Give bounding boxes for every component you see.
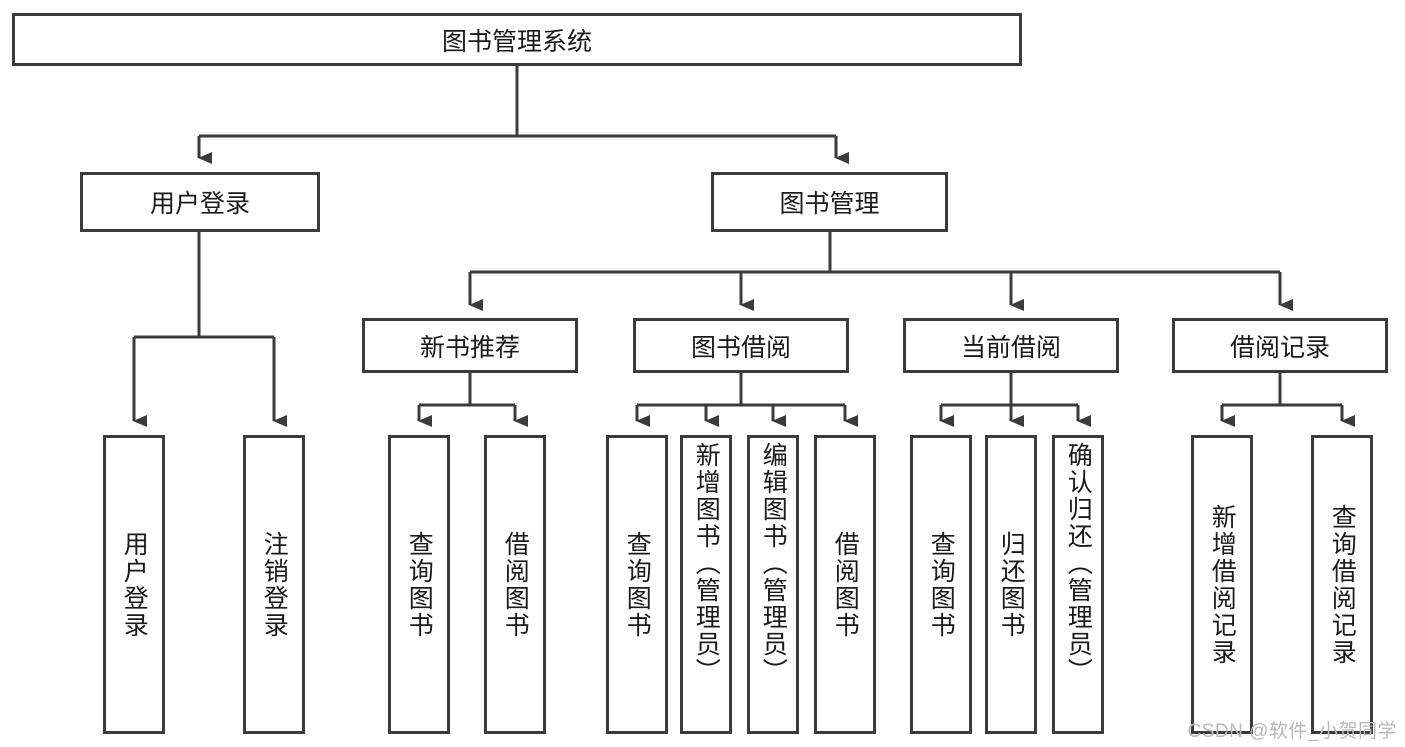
csdn-watermark: CSDN @软件_小贺同学 — [1187, 721, 1397, 742]
node-current-borrow[interactable]: 当前借阅 — [903, 318, 1119, 373]
leaf-user-logout[interactable]: 注销登录 — [243, 435, 305, 734]
leaf-user-login[interactable]: 用户登录 — [103, 435, 165, 734]
leaf-add-book-admin-label: 新增图书（管理员） — [692, 442, 721, 685]
leaf-return-books[interactable]: 归还图书 — [985, 435, 1037, 734]
leaf-return-books-label: 归还图书 — [997, 530, 1026, 639]
leaf-query-books-borrow[interactable]: 查询图书 — [606, 435, 668, 734]
leaf-user-login-label: 用户登录 — [120, 530, 149, 639]
node-book-management[interactable]: 图书管理 — [711, 172, 948, 232]
leaf-query-books-current[interactable]: 查询图书 — [910, 435, 972, 734]
node-new-book-recommend-label: 新书推荐 — [419, 333, 520, 362]
node-book-management-label: 图书管理 — [779, 190, 880, 218]
node-root-label: 图书管理系统 — [441, 27, 592, 56]
node-new-book-recommend[interactable]: 新书推荐 — [362, 318, 578, 373]
node-user-login-label: 用户登录 — [149, 190, 250, 218]
connector-root-to-level1 — [197, 66, 849, 164]
connector-borrowrecord-to-leaves — [1220, 373, 1355, 427]
leaf-query-books-borrow-label: 查询图书 — [623, 530, 652, 639]
node-root[interactable]: 图书管理系统 — [12, 13, 1022, 66]
connector-bookborrow-to-leaves — [635, 373, 858, 427]
leaf-add-borrow-record[interactable]: 新增借阅记录 — [1191, 435, 1253, 734]
leaf-confirm-return-admin-label: 确认归还（管理员） — [1064, 442, 1093, 685]
leaf-query-books-current-label: 查询图书 — [927, 530, 956, 639]
node-borrow-record-label: 借阅记录 — [1229, 333, 1330, 362]
leaf-query-books-new[interactable]: 查询图书 — [388, 435, 450, 734]
leaf-user-logout-label: 注销登录 — [260, 530, 289, 639]
leaf-borrow-books-new[interactable]: 借阅图书 — [484, 435, 546, 734]
node-borrow-record[interactable]: 借阅记录 — [1172, 318, 1388, 373]
connector-bookmgmt-to-level2 — [468, 232, 1293, 311]
leaf-query-borrow-record-label: 查询借阅记录 — [1328, 503, 1357, 666]
node-current-borrow-label: 当前借阅 — [960, 333, 1061, 362]
leaf-borrow-books[interactable]: 借阅图书 — [814, 435, 876, 734]
leaf-add-book-admin[interactable]: 新增图书（管理员） — [680, 435, 732, 734]
node-book-borrow[interactable]: 图书借阅 — [633, 318, 849, 373]
leaf-query-borrow-record[interactable]: 查询借阅记录 — [1311, 435, 1373, 734]
node-book-borrow-label: 图书借阅 — [690, 333, 791, 362]
leaf-confirm-return-admin[interactable]: 确认归还（管理员） — [1052, 435, 1104, 734]
leaf-edit-book-admin-label: 编辑图书（管理员） — [759, 442, 788, 685]
connector-newbook-to-leaves — [417, 373, 528, 427]
leaf-add-borrow-record-label: 新增借阅记录 — [1208, 503, 1237, 666]
leaf-query-books-new-label: 查询图书 — [405, 530, 434, 639]
leaf-borrow-books-new-label: 借阅图书 — [501, 530, 530, 639]
leaf-borrow-books-label: 借阅图书 — [831, 530, 860, 639]
connector-currentborrow-to-leaves — [939, 373, 1091, 427]
connector-userlogin-to-leaves — [132, 232, 287, 427]
node-user-login[interactable]: 用户登录 — [80, 172, 320, 232]
leaf-edit-book-admin[interactable]: 编辑图书（管理员） — [747, 435, 799, 734]
